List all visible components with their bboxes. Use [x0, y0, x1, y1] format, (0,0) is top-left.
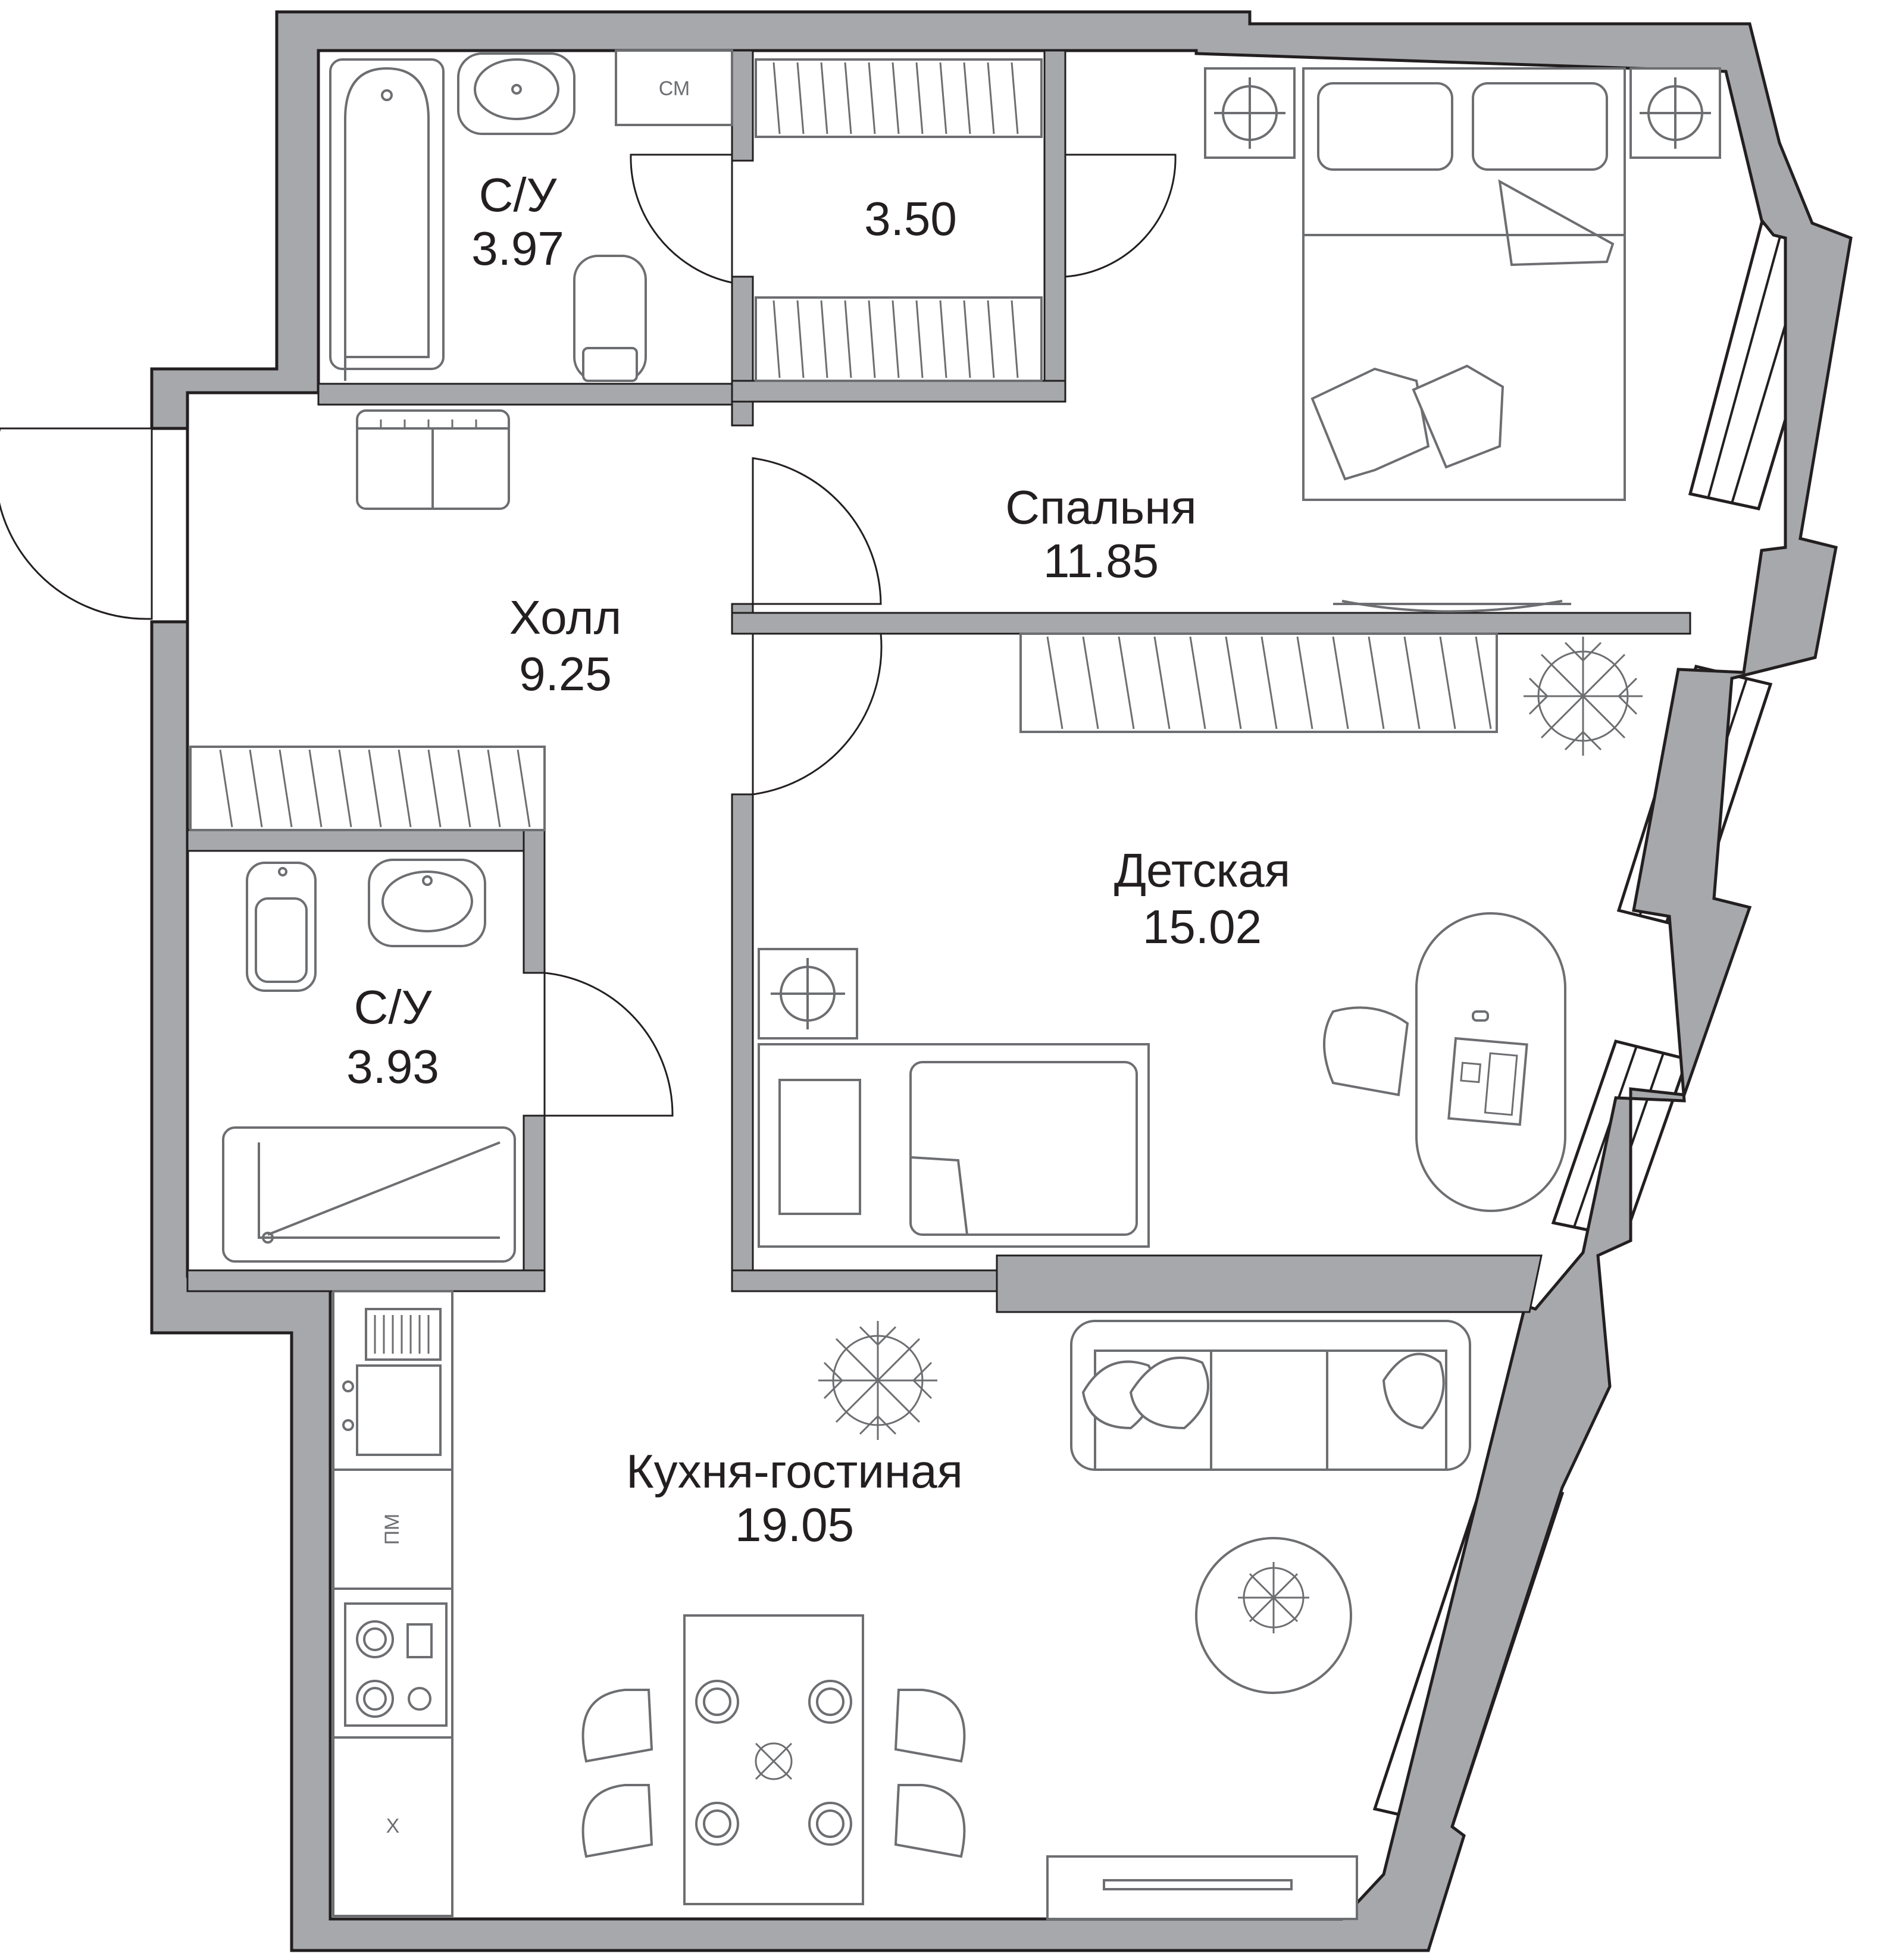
closet-fixtures: 3.50 [755, 58, 1043, 382]
kids-room-door [752, 633, 883, 796]
svg-text:Холл: Холл [509, 591, 622, 644]
exterior-walls [150, 10, 1853, 1952]
kids-room-fixtures: Детская 15.02 [758, 633, 1643, 1248]
closet-door-right [1064, 154, 1177, 278]
svg-text:Спальня: Спальня [1005, 481, 1196, 534]
bathroom-top-label: С/У 3.97 [471, 168, 564, 275]
bathroom-bottom-door [543, 972, 674, 1117]
svg-text:С/У: С/У [479, 168, 558, 221]
hall-wardrobe [189, 746, 546, 831]
bedroom-label: Спальня 11.85 [1005, 481, 1196, 587]
hall-fixtures: Холл 9.25 [189, 409, 622, 831]
plant-icon [1524, 637, 1643, 756]
wardrobe-kids [1019, 633, 1498, 733]
svg-text:3.93: 3.93 [346, 1040, 439, 1093]
washing-machine-label: СМ [659, 77, 690, 100]
bathroom-top-door [630, 154, 733, 284]
svg-text:19.05: 19.05 [735, 1498, 854, 1551]
sink-icon [356, 1364, 442, 1456]
doors [0, 154, 1177, 1117]
plant-icon [818, 1321, 937, 1440]
svg-text:15.02: 15.02 [1143, 900, 1262, 953]
bathroom-bottom-label: С/У 3.93 [346, 981, 439, 1093]
desk-chair [1323, 1006, 1409, 1097]
dishwasher-label: ПМ [381, 1514, 404, 1545]
svg-text:11.85: 11.85 [1043, 534, 1159, 587]
bathroom-top-fixtures: СМ С/У 3.97 [329, 49, 733, 382]
interior-walls [186, 49, 1691, 1313]
kids-room-label: Детская 15.02 [1114, 844, 1290, 953]
svg-text:Детская: Детская [1114, 844, 1290, 897]
stove-icon [344, 1602, 448, 1727]
svg-text:9.25: 9.25 [519, 647, 612, 700]
bedroom-fixtures: Спальня 11.85 [1005, 67, 1721, 613]
svg-text:Кухня-гостиная: Кухня-гостиная [626, 1445, 963, 1498]
sofa-icon [1070, 1320, 1471, 1471]
kitchen-living-label: Кухня-гостиная 19.05 [626, 1445, 963, 1551]
svg-text:3.97: 3.97 [471, 222, 564, 275]
laptop-icon [1447, 1010, 1528, 1126]
kitchen-living-fixtures: ПМ Х [332, 1290, 1471, 1920]
plant-icon [1238, 1562, 1309, 1633]
closet-label: 3.50 [864, 192, 957, 245]
fridge-label: Х [386, 1815, 400, 1837]
dining-table-icon [581, 1614, 966, 1905]
svg-text:С/У: С/У [354, 981, 433, 1034]
bathtub-icon [329, 58, 445, 370]
bedroom-door [752, 457, 882, 605]
bathroom-bottom-fixtures: С/У 3.93 [222, 859, 516, 1263]
entrance-door [0, 427, 153, 620]
washing-machine [615, 49, 733, 126]
hall-label: Холл 9.25 [509, 591, 622, 700]
